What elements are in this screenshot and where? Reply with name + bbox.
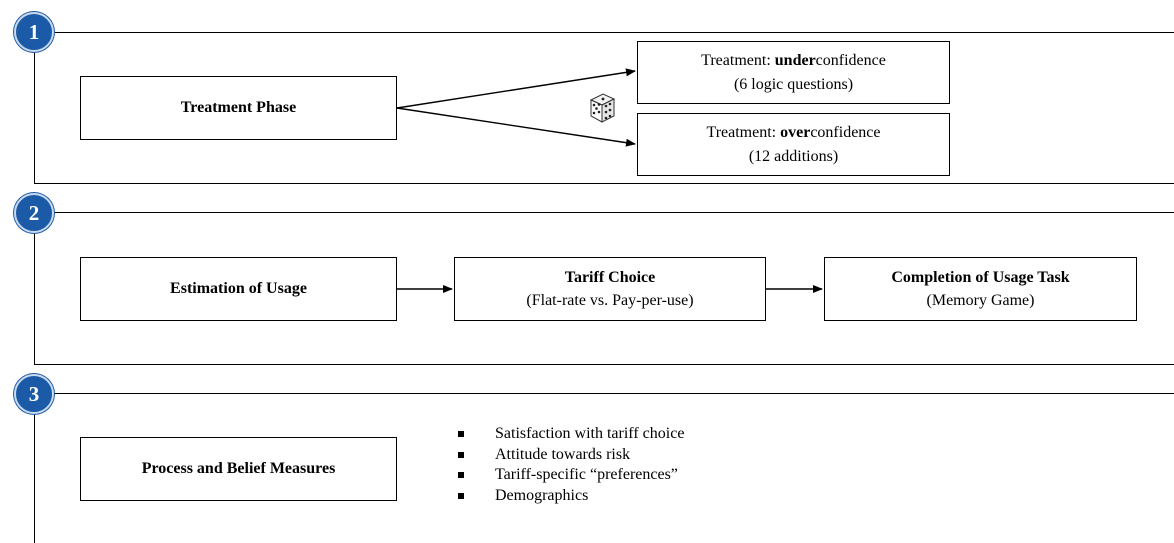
- measures-list: Satisfaction with tariff choice Attitude…: [458, 424, 684, 506]
- treatment-emphasis: over: [780, 124, 811, 142]
- bullet-icon: [458, 472, 464, 478]
- process-belief-measures-box: Process and Belief Measures: [80, 437, 397, 501]
- measure-text: Satisfaction with tariff choice: [495, 425, 685, 442]
- phase-3-badge: 3: [14, 374, 54, 414]
- arrow-to-underconfidence: [396, 68, 636, 109]
- phase-1-badge: 1: [14, 12, 54, 52]
- underconfidence-title: Treatment: underconfidence: [701, 49, 886, 72]
- step-title: Tariff Choice: [564, 268, 656, 286]
- underconfidence-treatment-box: Treatment: underconfidence (6 logic ques…: [637, 41, 950, 104]
- measure-text: Demographics: [495, 486, 589, 504]
- step-detail: (Flat-rate vs. Pay-per-use): [526, 292, 694, 309]
- overconfidence-title: Treatment: overconfidence: [706, 121, 880, 144]
- usage-task-box: Completion of Usage Task (Memory Game): [824, 257, 1137, 321]
- process-belief-label: Process and Belief Measures: [141, 460, 336, 478]
- phase-1-panel: [34, 32, 1174, 184]
- treatment-prefix: Treatment:: [706, 124, 781, 142]
- list-item: Attitude towards risk: [458, 445, 684, 466]
- dice-icon: [589, 93, 616, 123]
- overconfidence-detail: (12 additions): [748, 147, 839, 165]
- step-title: Completion of Usage Task: [891, 268, 1070, 286]
- treatment-phase-box: Treatment Phase: [80, 76, 397, 140]
- list-item: Demographics: [458, 486, 684, 507]
- phase-2-panel: [34, 212, 1174, 365]
- bullet-icon: [458, 492, 464, 499]
- treatment-suffix: confidence: [810, 124, 881, 142]
- treatment-prefix: Treatment:: [701, 52, 775, 70]
- underconfidence-detail: (6 logic questions): [733, 75, 854, 93]
- list-item: Tariff-specific “preferences”: [458, 465, 684, 486]
- step-title: Estimation of Usage: [170, 280, 307, 298]
- bullet-icon: [458, 431, 464, 437]
- bullet-icon: [458, 451, 464, 458]
- phase-3-panel: [34, 393, 1174, 543]
- phase-2-badge: 2: [14, 193, 54, 233]
- measure-text: Tariff-specific “preferences”: [495, 466, 678, 483]
- overconfidence-treatment-box: Treatment: overconfidence (12 additions): [637, 113, 950, 176]
- treatment-phase-label: Treatment Phase: [180, 99, 297, 117]
- list-item: Satisfaction with tariff choice: [458, 424, 684, 445]
- treatment-emphasis: under: [774, 52, 816, 70]
- arrow-to-overconfidence: [396, 107, 636, 147]
- estimation-of-usage-box: Estimation of Usage: [80, 257, 397, 321]
- tariff-choice-box: Tariff Choice (Flat-rate vs. Pay-per-use…: [454, 257, 766, 321]
- step-detail: (Memory Game): [926, 292, 1035, 309]
- treatment-suffix: confidence: [815, 52, 886, 70]
- measure-text: Attitude towards risk: [495, 445, 631, 463]
